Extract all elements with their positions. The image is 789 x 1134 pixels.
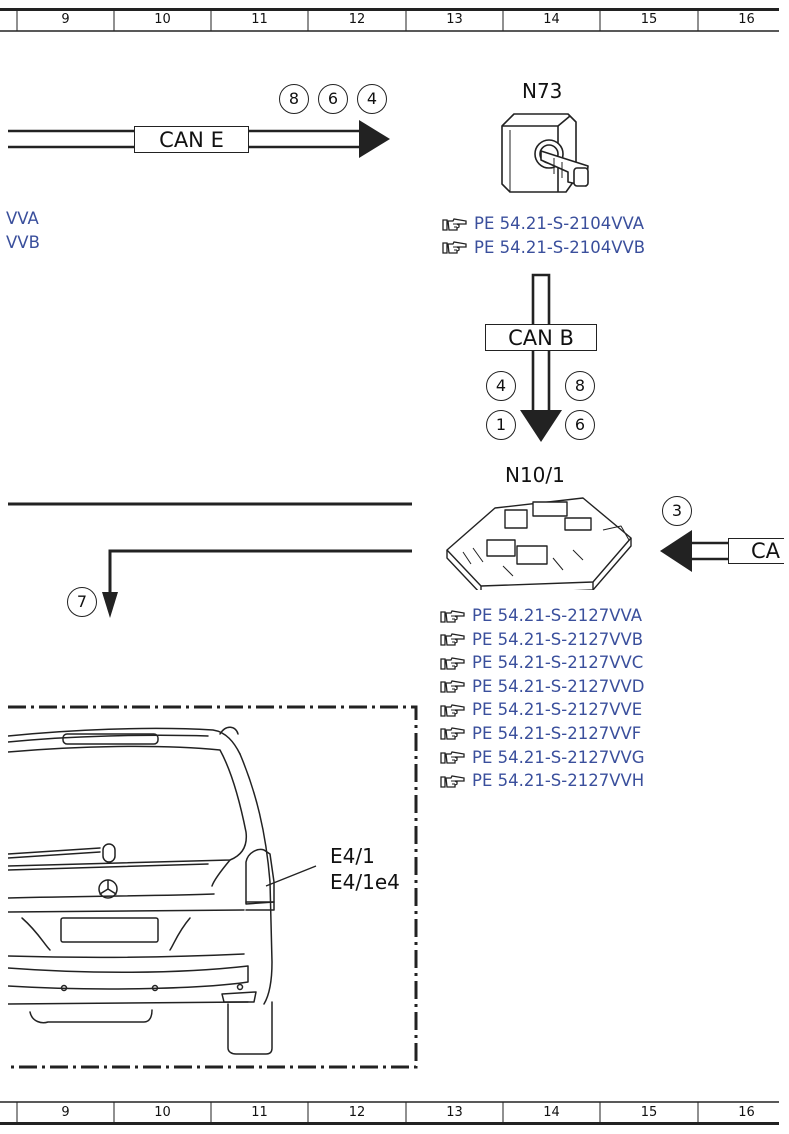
n10-ref-item[interactable]: PE 54.21-S-2127VVB	[440, 628, 645, 652]
top-ruler-frame	[0, 8, 779, 32]
connector-8-can-b: 8	[565, 371, 595, 401]
ruler-col-13: 13	[446, 12, 463, 27]
ruler-col-14: 14	[543, 1105, 560, 1120]
connector-4-can-b: 4	[486, 371, 516, 401]
ruler-col-16: 16	[738, 12, 755, 27]
control-module-icon	[446, 497, 632, 590]
n10-label: N10/1	[505, 463, 565, 487]
n73-ref-item[interactable]: PE 54.21-S-2104VVA	[442, 212, 645, 236]
can-partial-wire	[660, 530, 730, 572]
pointing-hand-icon	[440, 751, 465, 764]
e4-1-label: E4/1	[330, 844, 375, 868]
pointing-hand-icon	[440, 704, 465, 717]
n73-label: N73	[522, 79, 563, 103]
connector-8-top: 8	[279, 84, 309, 114]
ruler-col-12: 12	[348, 12, 366, 27]
e4-1e4-label: E4/1e4	[330, 870, 400, 894]
n10-ref-item[interactable]: PE 54.21-S-2127VVE	[440, 698, 645, 722]
ruler-col-9: 9	[61, 12, 70, 27]
ruler-col-14: 14	[543, 12, 560, 27]
can-b-wire	[520, 273, 562, 442]
connector-4-top: 4	[357, 84, 387, 114]
n10-ref-item[interactable]: PE 54.21-S-2127VVA	[440, 604, 645, 628]
ruler-col-15: 15	[640, 1105, 658, 1120]
pointing-hand-icon	[442, 217, 467, 231]
ruler-col-15: 15	[640, 12, 658, 27]
ruler-col-9: 9	[61, 1105, 70, 1120]
n10-ref-text: PE 54.21-S-2127VVA	[472, 606, 643, 625]
can-partial-label: CA	[728, 538, 784, 564]
pointing-hand-icon	[440, 680, 465, 693]
connector-1-can-b: 1	[486, 410, 516, 440]
n10-ref-text: PE 54.21-S-2127VVF	[472, 723, 642, 743]
n10-ref-text: PE 54.21-S-2127VVE	[472, 700, 643, 720]
pointing-hand-icon	[440, 656, 465, 670]
ruler-col-11: 11	[251, 1105, 268, 1120]
can-b-label: CAN B	[485, 324, 597, 351]
vehicle-frame	[8, 705, 418, 1069]
pointing-hand-icon	[440, 609, 465, 623]
pointing-hand-icon	[440, 727, 465, 741]
top-ruler: 9 10 11 12 13 14 15 16	[0, 8, 789, 32]
n10-ref-text: PE 54.21-S-2127VVH	[472, 771, 645, 791]
ruler-col-16: 16	[738, 1105, 755, 1120]
n73-reference-list: PE 54.21-S-2104VVA PE 54.21-S-2104VVB	[442, 212, 645, 259]
n10-ref-item[interactable]: PE 54.21-S-2127VVF	[440, 722, 645, 746]
ruler-col-11: 11	[251, 12, 268, 27]
ignition-switch-icon	[501, 113, 589, 193]
partial-ref-vva[interactable]: VVA	[6, 209, 39, 228]
n10-ref-item[interactable]: PE 54.21-S-2127VVH	[440, 769, 645, 793]
n73-ref-item[interactable]: PE 54.21-S-2104VVB	[442, 236, 645, 260]
partial-ref-vvb[interactable]: VVB	[6, 233, 40, 252]
connector-6-can-b: 6	[565, 410, 595, 440]
ruler-col-12: 12	[348, 1105, 366, 1120]
n10-ref-text: PE 54.21-S-2127VVD	[472, 676, 645, 696]
pointing-hand-icon	[440, 633, 465, 646]
n10-ref-text: PE 54.21-S-2127VVB	[472, 629, 644, 649]
n10-ref-text: PE 54.21-S-2127VVG	[472, 747, 645, 767]
pointing-hand-icon	[440, 774, 465, 788]
connector-6-top: 6	[318, 84, 348, 114]
ruler-col-10: 10	[154, 12, 171, 27]
n10-reference-list: PE 54.21-S-2127VVA PE 54.21-S-2127VVB PE…	[440, 604, 645, 793]
ruler-col-10: 10	[154, 1105, 171, 1120]
n73-ref-text: PE 54.21-S-2104VVB	[474, 237, 646, 257]
n10-ref-item[interactable]: PE 54.21-S-2127VVG	[440, 746, 645, 770]
pointing-hand-icon	[442, 241, 467, 254]
connector-3: 3	[662, 496, 692, 526]
wire-down-7	[102, 549, 412, 618]
ruler-col-13: 13	[446, 1105, 463, 1120]
vehicle-rear-icon	[8, 726, 275, 1055]
n10-ref-text: PE 54.21-S-2127VVC	[472, 653, 644, 673]
n73-ref-text: PE 54.21-S-2104VVA	[474, 214, 645, 233]
can-e-label: CAN E	[134, 126, 249, 153]
bottom-ruler-frame	[0, 1101, 779, 1125]
n10-ref-item[interactable]: PE 54.21-S-2127VVD	[440, 675, 645, 699]
n10-ref-item[interactable]: PE 54.21-S-2127VVC	[440, 651, 645, 675]
connector-7: 7	[67, 587, 97, 617]
bottom-ruler: 9 10 11 12 13 14 15 16	[0, 1101, 789, 1125]
